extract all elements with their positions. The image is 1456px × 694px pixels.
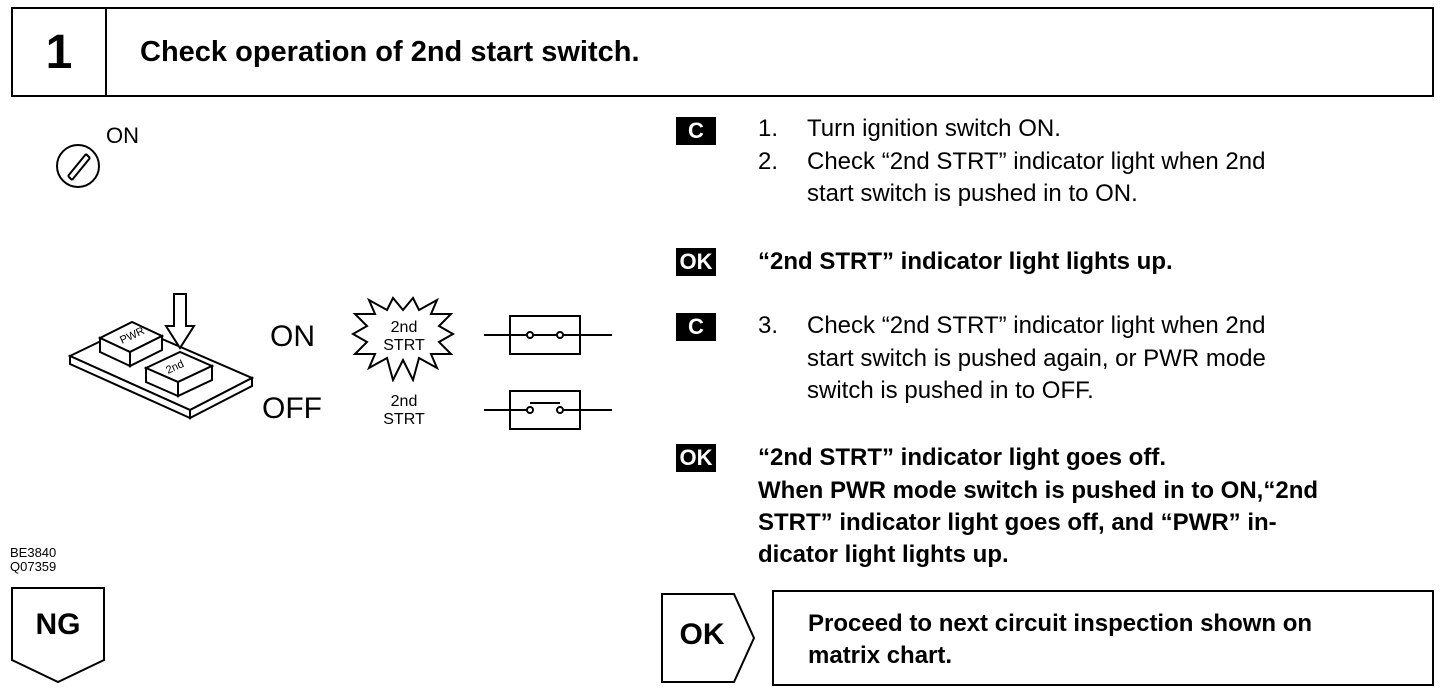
ok-badge: OK <box>676 248 716 276</box>
step-number: 1 <box>13 9 107 95</box>
step3-text-line1: Check “2nd STRT” indicator light when 2n… <box>807 312 1266 339</box>
proceed-box: Proceed to next circuit inspection shown… <box>772 590 1434 686</box>
ignition-key-icon <box>52 136 112 196</box>
off-state-label: OFF <box>262 392 322 425</box>
step-header: 1 Check operation of 2nd start switch. <box>11 7 1434 97</box>
on-state-label: ON <box>270 320 315 353</box>
ok2-text-line1: “2nd STRT” indicator light goes off. <box>758 444 1166 471</box>
check-badge: C <box>676 313 716 341</box>
step2-number: 2. <box>758 148 779 175</box>
step3-text-line2: start switch is pushed again, or PWR mod… <box>807 345 1266 372</box>
indicator-on-text: 2nd STRT <box>383 319 425 354</box>
ng-result-box: NG <box>10 586 106 684</box>
step1-text: Turn ignition switch ON. <box>807 115 1061 142</box>
ok2-text-line4: dicator light lights up. <box>758 541 1009 568</box>
ignition-on-label: ON <box>106 123 139 148</box>
switch-open-symbol <box>484 387 612 433</box>
switch-panel-illustration: PWR 2nd <box>62 290 262 430</box>
switch-closed-symbol <box>484 312 612 358</box>
step3-text-line3: switch is pushed in to OFF. <box>807 377 1094 404</box>
indicator-off-text: 2nd STRT <box>383 393 425 428</box>
step2-text-line1: Check “2nd STRT” indicator light when 2n… <box>807 148 1266 175</box>
step2-text-line2: start switch is pushed in to ON. <box>807 180 1138 207</box>
indicator-lit-icon <box>345 296 461 383</box>
ng-label: NG <box>35 608 81 641</box>
proceed-text-line2: matrix chart. <box>808 642 953 669</box>
step3-number: 3. <box>758 312 779 339</box>
step-title: Check operation of 2nd start switch. <box>140 36 640 68</box>
ok1-text: “2nd STRT” indicator light lights up. <box>758 248 1173 275</box>
check-badge: C <box>676 117 716 145</box>
ok2-text-line2: When PWR mode switch is pushed in to ON,… <box>758 477 1319 504</box>
step1-number: 1. <box>758 115 779 142</box>
ok-result-box: OK <box>660 592 756 684</box>
figure-codes: BE3840 Q07359 <box>10 545 57 574</box>
ok2-text-line3: STRT” indicator light goes off, and “PWR… <box>758 509 1277 536</box>
ok-badge: OK <box>676 444 716 472</box>
ok-label: OK <box>679 618 725 651</box>
proceed-text-line1: Proceed to next circuit inspection shown… <box>808 610 1313 637</box>
